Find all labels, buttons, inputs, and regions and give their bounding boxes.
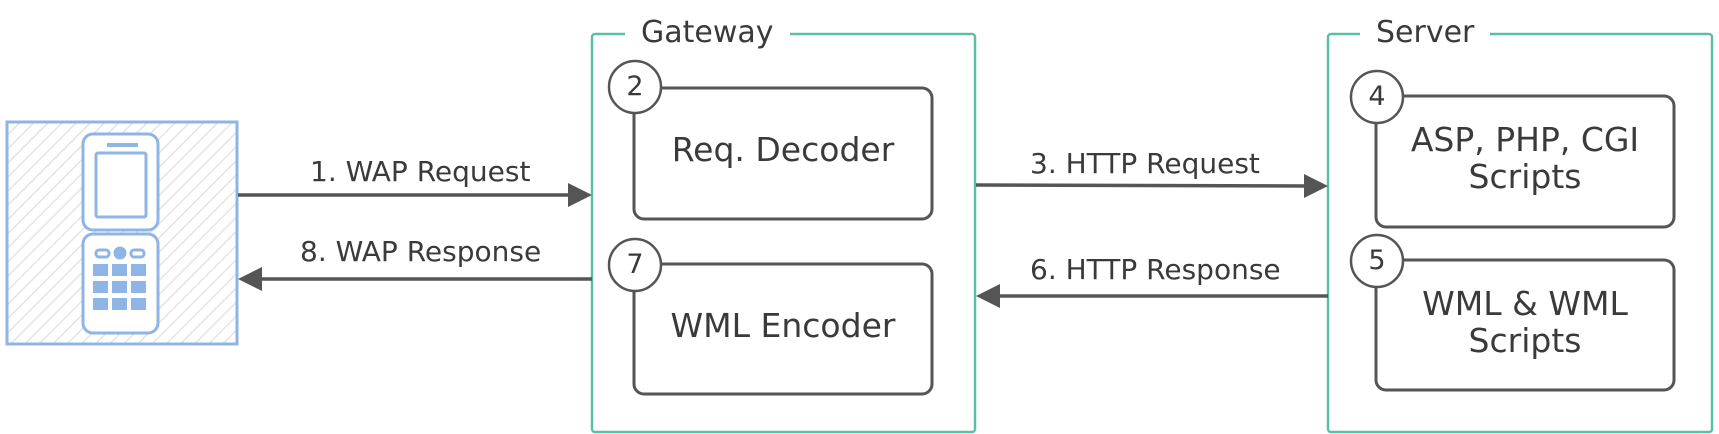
step-number-2: 2 [626, 71, 644, 102]
step-circle-5 [1349, 233, 1405, 289]
scripts-box [1374, 94, 1676, 229]
step-circle-7 [607, 237, 663, 293]
wml-encoder-label: WML Encoder [670, 306, 896, 345]
scripts-label-line1: ASP, PHP, CGI [1410, 120, 1640, 159]
scripts-label: ASP, PHP, CGI Scripts [1376, 120, 1674, 196]
scripts-label-line2: Scripts [1468, 156, 1582, 196]
http-request-label: 3. HTTP Request [1030, 147, 1260, 180]
wml-scripts-label-line2: Scripts [1468, 320, 1582, 360]
server-group [1326, 32, 1714, 434]
http-request-arrow [975, 174, 1328, 198]
step-number-4: 4 [1368, 81, 1386, 112]
wml-scripts-label-line1: WML & WML [1422, 284, 1628, 323]
wap-request-arrow [238, 183, 592, 207]
step-number-7: 7 [626, 249, 644, 280]
wap-response-label: 8. WAP Response [300, 235, 542, 268]
step-circle-4 [1349, 69, 1405, 125]
req-decoder-box [632, 86, 934, 221]
wap-request-label: 1. WAP Request [310, 155, 531, 188]
step-number-5: 5 [1368, 245, 1386, 276]
http-response-arrow [976, 284, 1328, 308]
wap-response-arrow [238, 267, 592, 291]
wml-scripts-label: WML & WML Scripts [1376, 284, 1674, 360]
wml-scripts-box [1374, 258, 1676, 392]
step-circle-2 [607, 59, 663, 115]
http-response-label: 6. HTTP Response [1030, 253, 1281, 286]
gateway-title: Gateway [625, 18, 790, 48]
req-decoder-label: Req. Decoder [671, 130, 895, 169]
wml-encoder-box [632, 262, 934, 396]
mobile-phone-icon [81, 132, 160, 335]
server-title: Server [1360, 18, 1491, 48]
